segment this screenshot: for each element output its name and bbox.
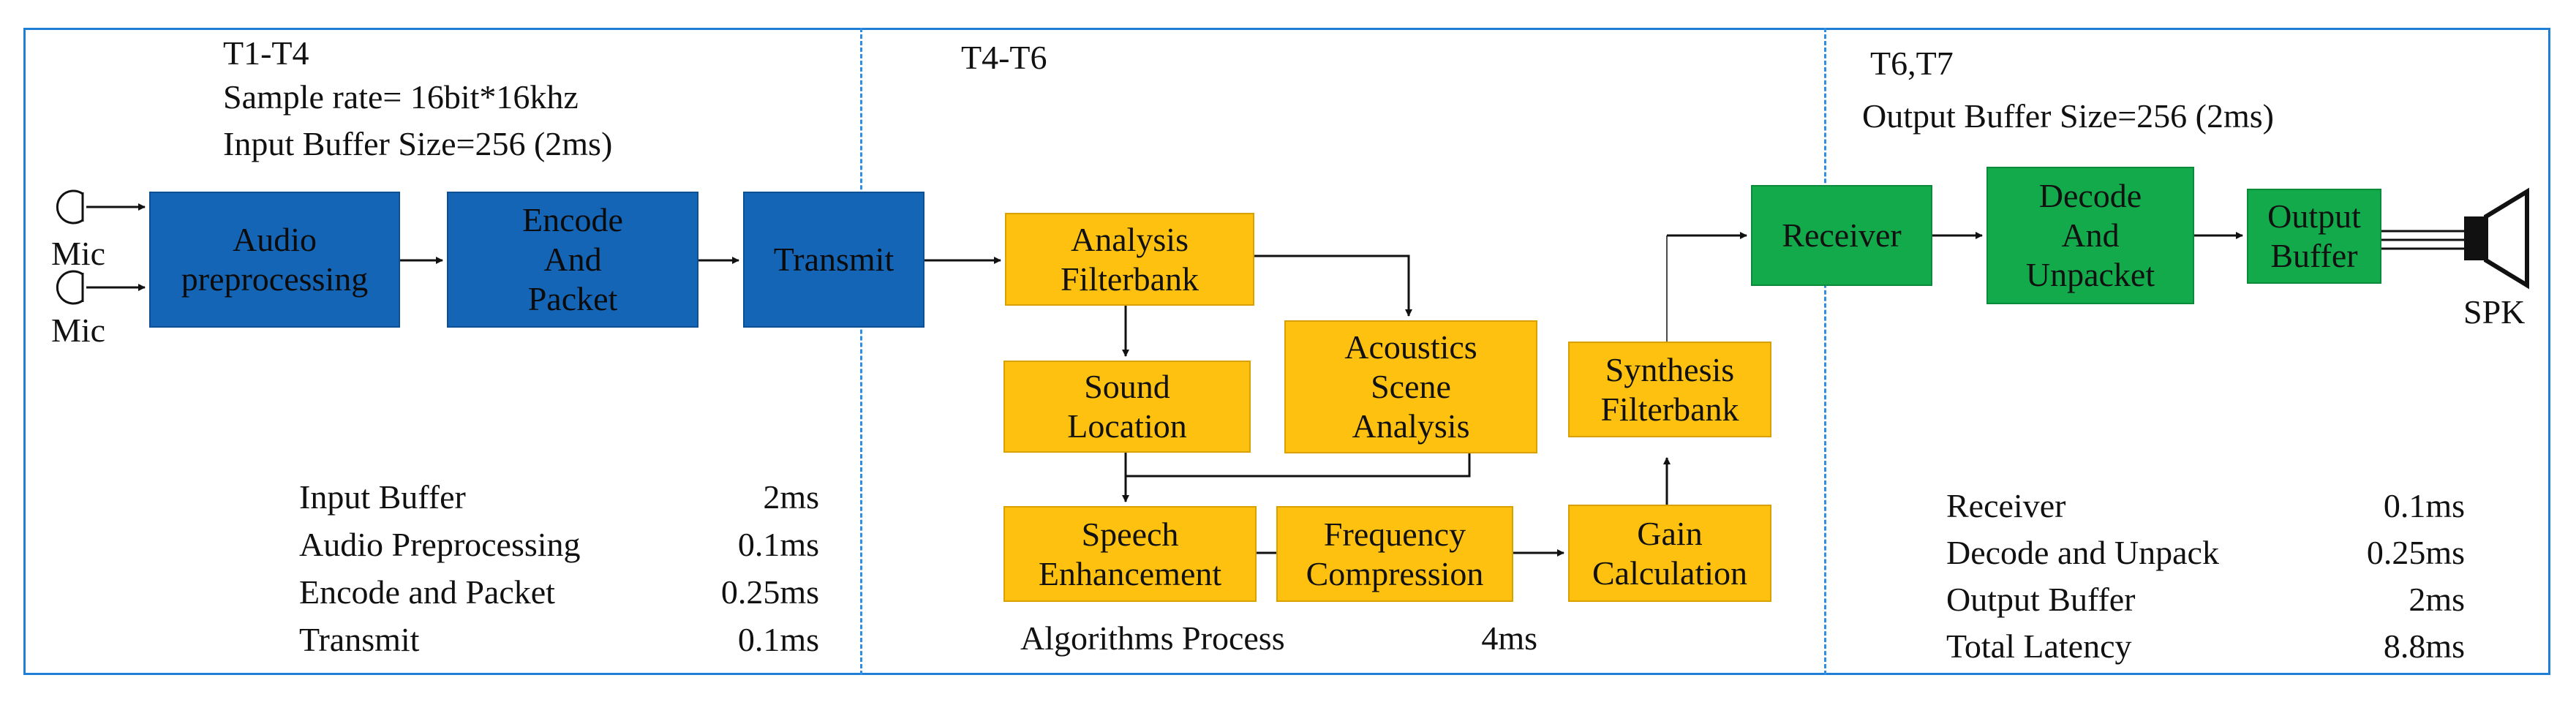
synthesis-filterbank-block: Synthesis Filterbank: [1568, 342, 1771, 437]
mic-label-2: Mic: [51, 312, 106, 349]
speaker-label: SPK: [2463, 293, 2526, 331]
output-buffer-block: Output Buffer: [2247, 189, 2381, 284]
input-buffer-size-text: Input Buffer Size=256 (2ms): [223, 125, 613, 162]
latency-value: 0.1ms: [737, 621, 819, 658]
latency-label: Total Latency: [1946, 627, 2132, 665]
latency-value: 0.25ms: [720, 573, 819, 611]
diagram-frame: [23, 28, 2550, 675]
section-divider-2: [1824, 28, 1826, 675]
sample-rate-text: Sample rate= 16bit*16khz: [223, 78, 579, 116]
algorithms-process-label: Algorithms Process: [1020, 619, 1285, 657]
audio-preprocessing-block: Audio preprocessing: [149, 192, 400, 328]
speech-enhancement-block: Speech Enhancement: [1003, 506, 1257, 602]
receiver-block: Receiver: [1751, 185, 1932, 286]
latency-label: Decode and Unpack: [1946, 534, 2219, 571]
frequency-compression-block: Frequency Compression: [1276, 506, 1513, 602]
latency-value: 8.8ms: [2383, 627, 2465, 665]
acoustics-scene-analysis-block: Acoustics Scene Analysis: [1284, 320, 1537, 453]
analysis-filterbank-block: Analysis Filterbank: [1005, 213, 1254, 306]
latency-label: Output Buffer: [1946, 581, 2136, 618]
transmit-block: Transmit: [743, 192, 924, 328]
speaker-icon: [2464, 187, 2529, 290]
latency-label: Transmit: [299, 621, 420, 658]
latency-value: 0.25ms: [2366, 534, 2465, 571]
output-buffer-size-text: Output Buffer Size=256 (2ms): [1862, 97, 2274, 135]
latency-value: 0.1ms: [737, 526, 819, 563]
sound-location-block: Sound Location: [1003, 361, 1251, 453]
algorithms-process-value: 4ms: [1481, 619, 1537, 657]
decode-unpacket-block: Decode And Unpacket: [1986, 167, 2194, 304]
mic-icon: [56, 189, 84, 225]
section-divider-1: [860, 28, 862, 675]
mic-label-1: Mic: [51, 235, 106, 272]
encode-packet-block: Encode And Packet: [447, 192, 698, 328]
latency-label: Audio Preprocessing: [299, 526, 581, 563]
latency-label: Input Buffer: [299, 478, 466, 516]
latency-label: Encode and Packet: [299, 573, 555, 611]
gain-calculation-block: Gain Calculation: [1568, 505, 1771, 602]
latency-label: Receiver: [1946, 487, 2066, 524]
section-heading-t4t6: T4-T6: [961, 39, 1047, 76]
latency-value: 2ms: [2409, 581, 2465, 618]
section-heading-t1t4: T1-T4: [223, 34, 309, 72]
mic-icon: [56, 270, 84, 305]
latency-value: 2ms: [763, 478, 819, 516]
latency-value: 0.1ms: [2383, 487, 2465, 524]
section-heading-t6t7: T6,T7: [1870, 45, 1954, 82]
